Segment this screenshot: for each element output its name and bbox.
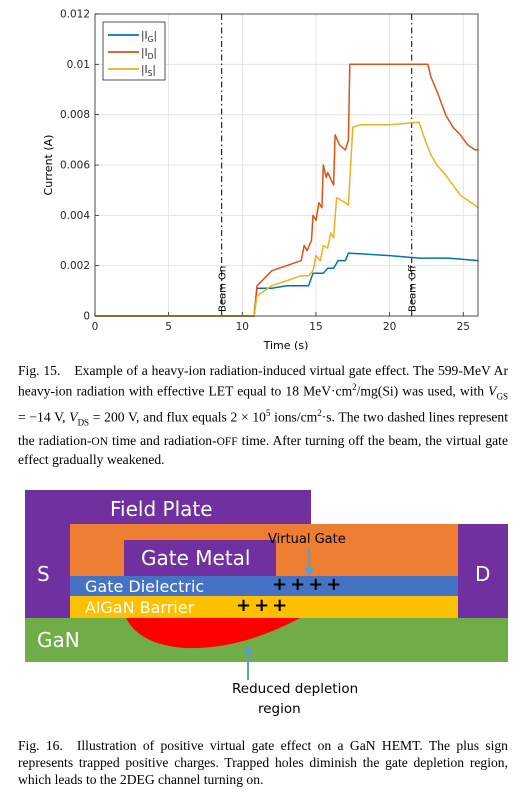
source-contact	[25, 490, 70, 618]
y-axis-label: Current (A)	[42, 135, 55, 196]
field-plate-label: Field Plate	[110, 497, 213, 521]
x-axis-label: Time (s)	[263, 339, 309, 350]
beam-marker-label: Beam On	[218, 266, 229, 312]
depletion-arrowhead	[243, 645, 253, 654]
series-line-2	[95, 121, 479, 317]
field-plate-layer	[25, 490, 311, 524]
figure-16-label: Fig. 16.	[18, 738, 63, 753]
depletion-label-line1: Reduced depletion	[232, 681, 359, 697]
chart-ticks: 0 5 10 15 20 25 0 0.002 0.004 0.006 0.008 0.01 0.012	[60, 9, 470, 334]
chart-series	[95, 63, 479, 317]
algan-barrier-label: AlGaN Barrier	[85, 598, 195, 617]
legend-label: |ID|	[141, 47, 157, 61]
plot-frame	[94, 13, 479, 317]
beam-marker-label: Beam Off	[408, 264, 419, 312]
y-tick-label: 0.006	[60, 160, 90, 172]
algan-barrier-layer	[70, 596, 458, 618]
source-label: S	[37, 562, 50, 586]
x-tick-label: 5	[165, 321, 172, 333]
figure-15-label: Fig. 15.	[18, 363, 61, 378]
y-tick-label: 0.01	[67, 59, 90, 71]
virtual-gate-label: Virtual Gate	[268, 532, 346, 547]
current-time-chart: 0 5 10 15 20 25 0 0.002 0.004 0.006 0.008 0.01 0.012…	[42, 9, 479, 350]
drain-contact	[458, 524, 508, 618]
depletion-region	[126, 618, 300, 649]
x-tick-label: 10	[236, 321, 249, 333]
x-tick-label: 20	[383, 321, 396, 333]
chart-legend: |IG| |ID| |IS|	[102, 21, 166, 81]
legend-box	[102, 21, 166, 81]
gan-label: GaN	[37, 628, 80, 652]
y-tick-label: 0	[83, 311, 90, 323]
gate-metal	[124, 540, 276, 576]
x-tick-label: 25	[457, 321, 470, 333]
x-tick-label: 0	[92, 321, 99, 333]
legend-label: |IS|	[141, 64, 156, 78]
figure-16-caption: Fig. 16.Illustration of positive virtual…	[18, 738, 508, 787]
gate-dielectric-label: Gate Dielectric	[85, 577, 205, 596]
virtual-gate-arrowhead	[304, 568, 314, 576]
y-tick-label: 0.012	[60, 9, 90, 21]
trapped-charges-dielectric: ++++	[272, 574, 345, 595]
gate-metal-label: Gate Metal	[141, 546, 251, 570]
y-tick-label: 0.002	[60, 260, 90, 272]
depletion-label-line2: region	[258, 701, 301, 717]
x-tick-label: 15	[309, 321, 322, 333]
trapped-charges-barrier: +++	[236, 595, 291, 616]
gate-dielectric-layer	[70, 576, 458, 596]
y-tick-label: 0.004	[60, 210, 90, 222]
legend-label: |IG|	[141, 30, 157, 44]
y-tick-label: 0.008	[60, 109, 90, 121]
series-line-1	[95, 63, 478, 317]
drain-label: D	[475, 562, 491, 586]
figure-15-caption: Fig. 15.Example of a heavy-ion radiation…	[18, 363, 508, 467]
